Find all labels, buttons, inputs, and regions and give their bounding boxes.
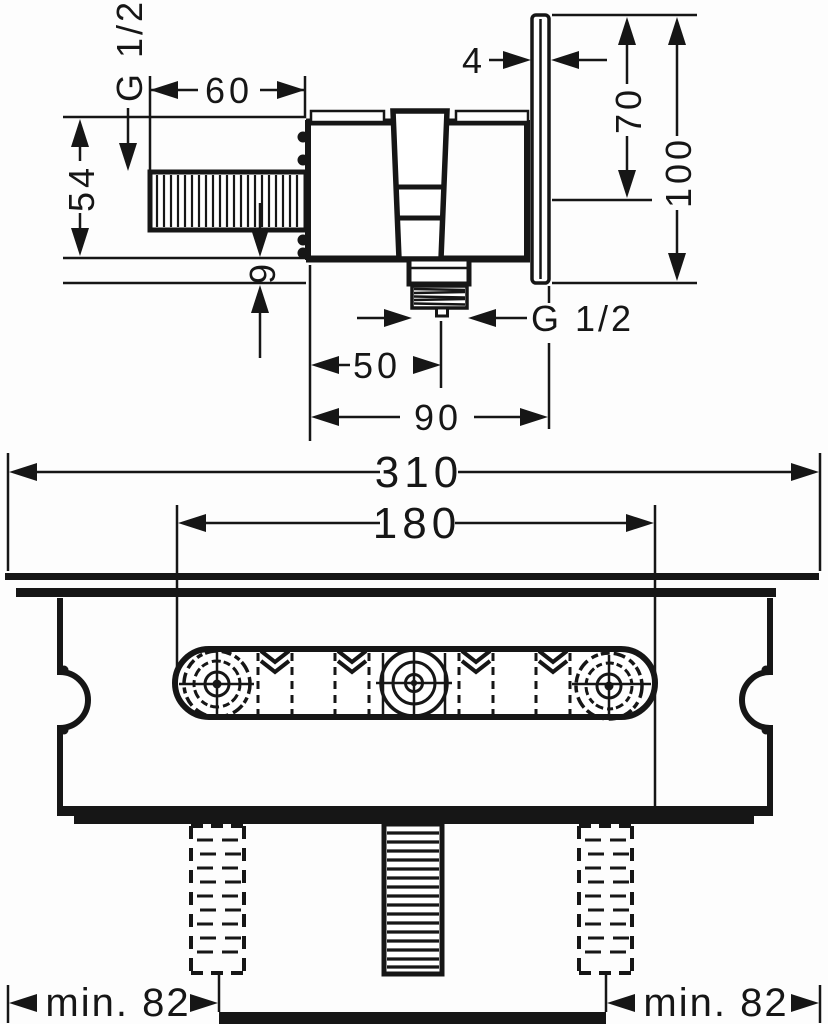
dim-70-label: 70 — [608, 86, 649, 134]
side-view-extension-lines — [63, 13, 697, 441]
threaded-rod-right — [577, 824, 634, 975]
bracket-screw-right — [574, 651, 644, 721]
mounting-bracket — [172, 646, 658, 721]
dim-60-label: 60 — [205, 70, 253, 111]
body-top-lip-right — [454, 109, 530, 124]
section-ground-bar — [217, 975, 608, 1024]
dim-g-half-inlet: G 1/2 — [109, 0, 150, 171]
g-half-outlet-label: G 1/2 — [531, 298, 634, 339]
wall-plate-side — [530, 13, 551, 285]
dim-60: 60 — [150, 70, 305, 111]
dim-180: 180 — [175, 499, 657, 808]
dim-100-label: 100 — [658, 136, 699, 208]
dim-50: 50 — [311, 345, 441, 386]
threaded-rod-left — [189, 824, 246, 975]
side-view: G 1/2 60 54 9 — [61, 0, 699, 441]
dim-100: 100 — [658, 17, 699, 281]
box-bottom-edge — [57, 806, 773, 816]
dim-4: 4 — [462, 40, 607, 81]
dim-310-label: 310 — [375, 448, 463, 497]
installation-box — [57, 598, 773, 824]
bracket-screw-left — [182, 649, 252, 719]
dim-min82-left: min. 82 — [6, 981, 218, 1024]
box-right-wall-notch — [739, 598, 773, 806]
dim-54-label: 54 — [61, 164, 102, 212]
g-half-inlet-label: G 1/2 — [109, 0, 150, 102]
box-bottom-lip — [74, 816, 754, 824]
valve-body — [297, 108, 530, 263]
inlet-pipe — [147, 169, 309, 233]
dim-min82-right: min. 82 — [607, 981, 822, 1024]
box-left-wall-notch — [57, 598, 91, 806]
threaded-rod-center — [381, 821, 445, 977]
dim-90-label: 90 — [414, 397, 462, 438]
body-top-lip-left — [309, 109, 386, 124]
bracket-chevrons — [259, 649, 569, 675]
dim-54: 54 — [61, 119, 102, 256]
dim-4-label: 4 — [462, 40, 486, 81]
dim-90: 90 — [311, 397, 548, 438]
dim-310: 310 — [6, 448, 822, 571]
dim-70: 70 — [608, 17, 649, 198]
front-view: 310 180 — [5, 448, 822, 1024]
dim-g-half-outlet: G 1/2 — [357, 298, 634, 339]
bracket-center-connection — [376, 648, 452, 718]
wall-plate-front — [5, 573, 819, 597]
dim-min82-right-label: min. 82 — [643, 981, 788, 1024]
dim-180-label: 180 — [373, 499, 461, 548]
dim-50-label: 50 — [353, 345, 401, 386]
dim-9: 9 — [242, 203, 283, 358]
bracket-hidden-edges — [256, 653, 572, 714]
dim-9-label: 9 — [242, 260, 283, 284]
dim-min82-left-label: min. 82 — [45, 981, 190, 1024]
bottom-outlet — [406, 256, 472, 318]
